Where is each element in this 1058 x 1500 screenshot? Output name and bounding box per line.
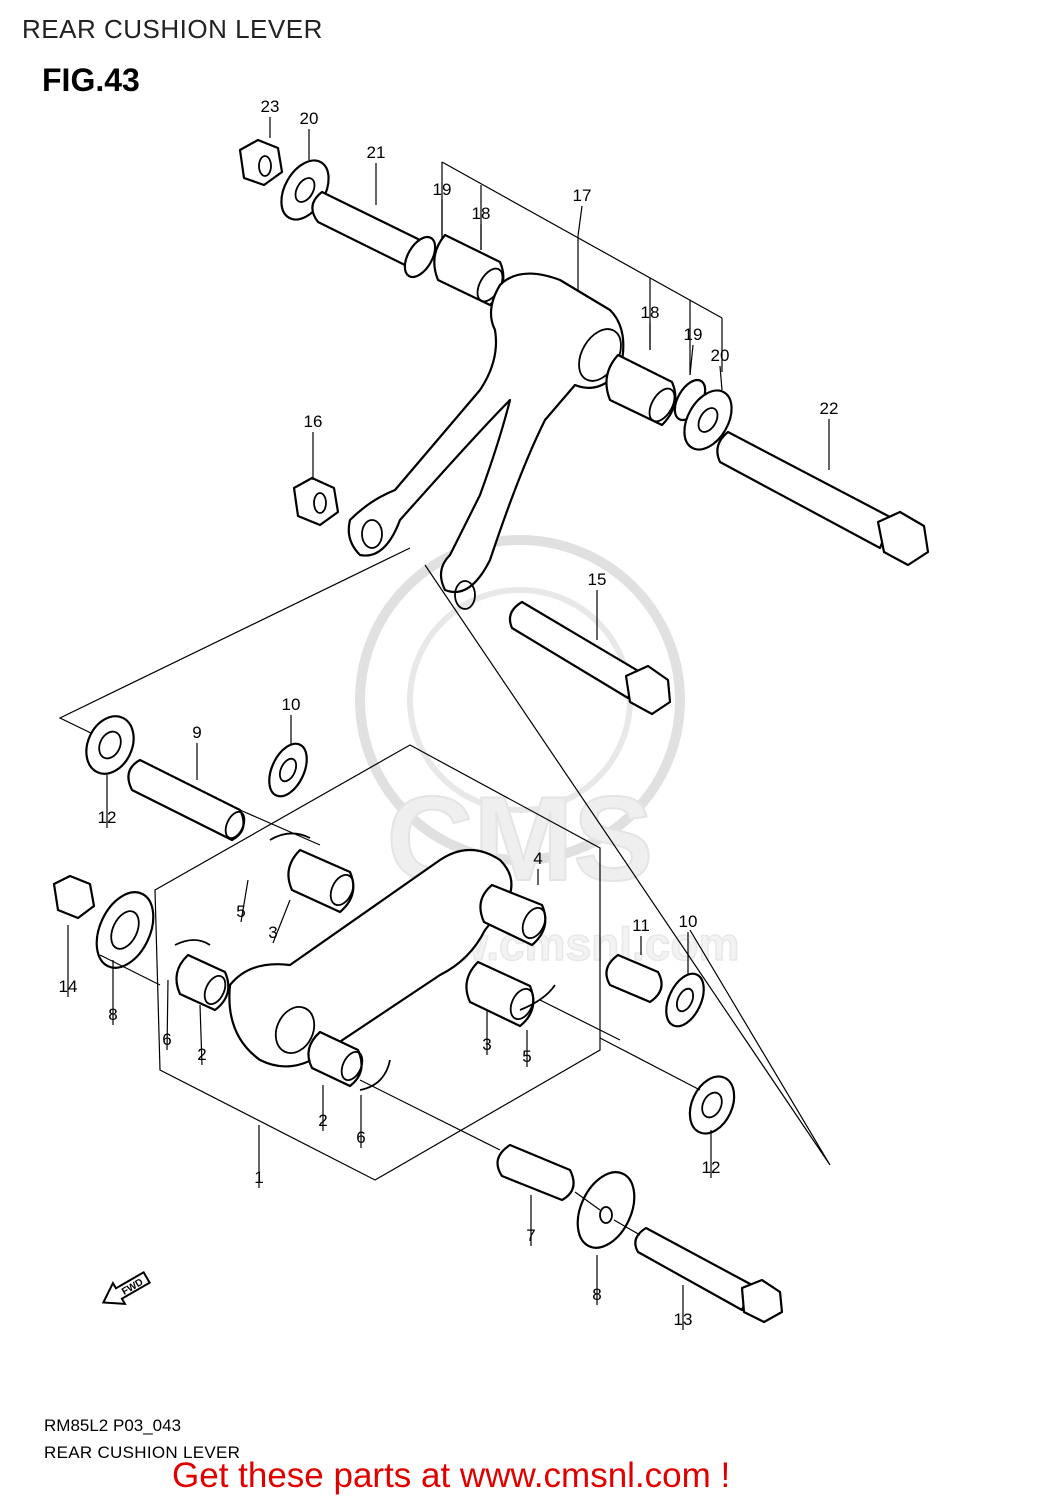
- washer-8-bottom: [576, 1171, 636, 1249]
- circlip-6-right: [359, 1059, 391, 1091]
- callout-number: 14: [59, 977, 78, 996]
- fwd-arrow-icon: FWD: [101, 1270, 152, 1306]
- seal-8-left: [95, 891, 155, 969]
- callout-number: 6: [356, 1128, 365, 1147]
- callout-number: 18: [641, 303, 660, 322]
- exploded-parts-diagram: CMS www.cmsnl.com: [52, 97, 930, 1330]
- spacer-7: [496, 1143, 575, 1202]
- spacer-9: [127, 758, 246, 842]
- callout-number: 3: [268, 923, 277, 942]
- bearing-3-upper: [287, 848, 355, 914]
- bearing-3-lower: [465, 960, 535, 1028]
- callout-number: 8: [592, 1285, 601, 1304]
- callout-number: 22: [820, 399, 839, 418]
- callout-number: 15: [588, 570, 607, 589]
- lever-link-line-right: [424, 564, 831, 1166]
- callout-number: 19: [684, 325, 703, 344]
- callout-number: 10: [679, 912, 698, 931]
- bearing-2-left: [175, 953, 230, 1012]
- get-parts-link[interactable]: Get these parts at www.cmsnl.com !: [172, 1456, 731, 1495]
- callout-leader: [199, 1004, 203, 1066]
- callout-number: 12: [98, 808, 117, 827]
- seal-10-right: [665, 972, 705, 1028]
- callout-number: 2: [318, 1111, 327, 1130]
- washer-20-right: [683, 389, 733, 451]
- bolt-15: [508, 600, 672, 716]
- callout-number: 6: [162, 1030, 171, 1049]
- callout-number: 8: [108, 1005, 117, 1024]
- nut-14: [52, 874, 96, 920]
- callout-number: 13: [674, 1310, 693, 1329]
- callout-number: 10: [282, 695, 301, 714]
- bearing-4: [479, 883, 547, 947]
- callout-number: 23: [261, 97, 280, 116]
- link-assembly-outline: [154, 744, 601, 1181]
- callout-number: 16: [304, 412, 323, 431]
- circlip-5-lower: [519, 984, 556, 1011]
- bearing-18-right: [605, 353, 677, 427]
- callout-number: 11: [632, 916, 650, 935]
- callout-leader: [689, 344, 694, 376]
- callout-leader: [166, 979, 169, 1051]
- callout-number: 20: [300, 109, 319, 128]
- lower-leader-lines: [99, 809, 701, 1236]
- bolt-13: [634, 1226, 784, 1324]
- callout-number: 1: [254, 1168, 263, 1187]
- lever-link-line-left: [58, 547, 411, 736]
- seal-10-left: [268, 742, 308, 798]
- callout-number: 21: [367, 143, 386, 162]
- footer-title: REAR CUSHION LEVER: [44, 1443, 241, 1462]
- figure-label: FIG.43: [42, 62, 140, 98]
- callout-number: 19: [433, 180, 452, 199]
- callout-leader: [240, 879, 249, 923]
- spacer-11: [605, 953, 663, 1004]
- callout-leader: [272, 899, 291, 944]
- washer-12-left: [85, 715, 135, 775]
- callout-number: 3: [482, 1035, 491, 1054]
- callout-number: 18: [472, 204, 491, 223]
- nut-16: [292, 476, 340, 527]
- circlip-6-left: [174, 939, 211, 946]
- callout-leader: [719, 365, 723, 391]
- callout-number: 20: [711, 346, 730, 365]
- fwd-label: FWD: [120, 1277, 145, 1298]
- callout-leader: [577, 205, 583, 237]
- washer-12-right: [688, 1075, 736, 1135]
- callout-number: 5: [236, 902, 245, 921]
- diagram-code: RM85L2 P03_043: [44, 1416, 182, 1435]
- nut-23: [238, 138, 284, 187]
- cushion-rod-link: [228, 849, 513, 1068]
- page-header: REAR CUSHION LEVER: [22, 14, 323, 44]
- seal-19-left: [403, 235, 437, 279]
- callout-number: 4: [533, 849, 542, 868]
- callout-number: 7: [526, 1226, 535, 1245]
- bolt-22: [716, 430, 930, 567]
- callout-number: 9: [192, 723, 201, 742]
- callout-number: 5: [522, 1047, 531, 1066]
- callout-number: 17: [573, 186, 592, 205]
- callout-number: 12: [702, 1158, 721, 1177]
- bearing-2-right: [307, 1030, 364, 1088]
- circlip-5-upper: [269, 832, 311, 841]
- callout-number: 2: [197, 1045, 206, 1064]
